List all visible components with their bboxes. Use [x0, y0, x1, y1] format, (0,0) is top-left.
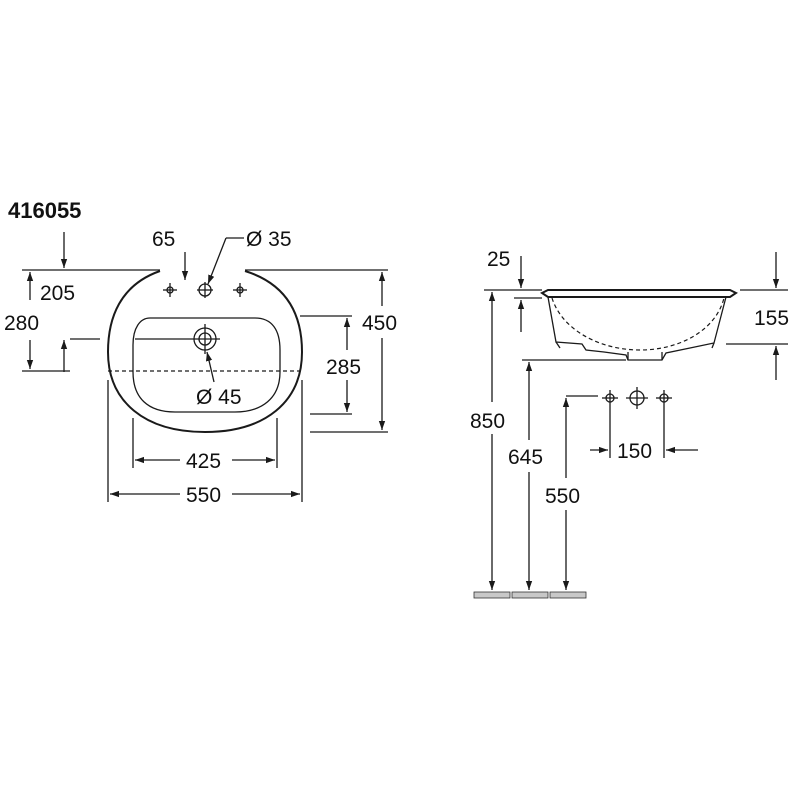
basin-rim: [540, 289, 738, 298]
tap-hole-right-icon: [233, 283, 247, 297]
dim-205-label: 205: [40, 282, 75, 305]
dim-550-label: 550: [186, 484, 221, 507]
dim-diameter-35-label: Ø 35: [246, 228, 292, 251]
model-number: 416055: [8, 198, 81, 223]
tap-hole-left-icon: [163, 283, 177, 297]
dim-65-label: 65: [152, 228, 175, 251]
dim-25-label: 25: [487, 248, 510, 271]
top-view: 65 Ø 35 205 280 450 285 Ø 45 425: [4, 228, 397, 507]
dim-550-side-label: 550: [545, 485, 580, 508]
dim-850-label: 850: [470, 410, 505, 433]
side-view: 25 155 850 645 550: [470, 248, 789, 599]
tap-hole-center-icon: [626, 387, 648, 409]
basin-bowl-side: [547, 296, 727, 361]
dim-155-label: 155: [754, 307, 789, 330]
dim-diameter-45-label: Ø 45: [196, 386, 242, 409]
dim-425-label: 425: [186, 450, 221, 473]
dim-645-label: 645: [508, 446, 543, 469]
floor-segment: [473, 591, 511, 599]
floor-segment: [549, 591, 587, 599]
basin-outer-outline: [106, 270, 304, 434]
tap-hole-right-icon: [656, 390, 672, 406]
dim-450-label: 450: [362, 312, 397, 335]
dim-150-label: 150: [617, 440, 652, 463]
floor-segment: [511, 591, 549, 599]
dim-280-label: 280: [4, 312, 39, 335]
tap-hole-left-icon: [602, 390, 618, 406]
tap-hole-center-icon: [197, 282, 213, 298]
basin-inner-dashed: [551, 297, 725, 351]
basin-inner-bowl: [132, 317, 281, 413]
drain-icon: [190, 324, 220, 354]
dim-285-label: 285: [326, 356, 361, 379]
